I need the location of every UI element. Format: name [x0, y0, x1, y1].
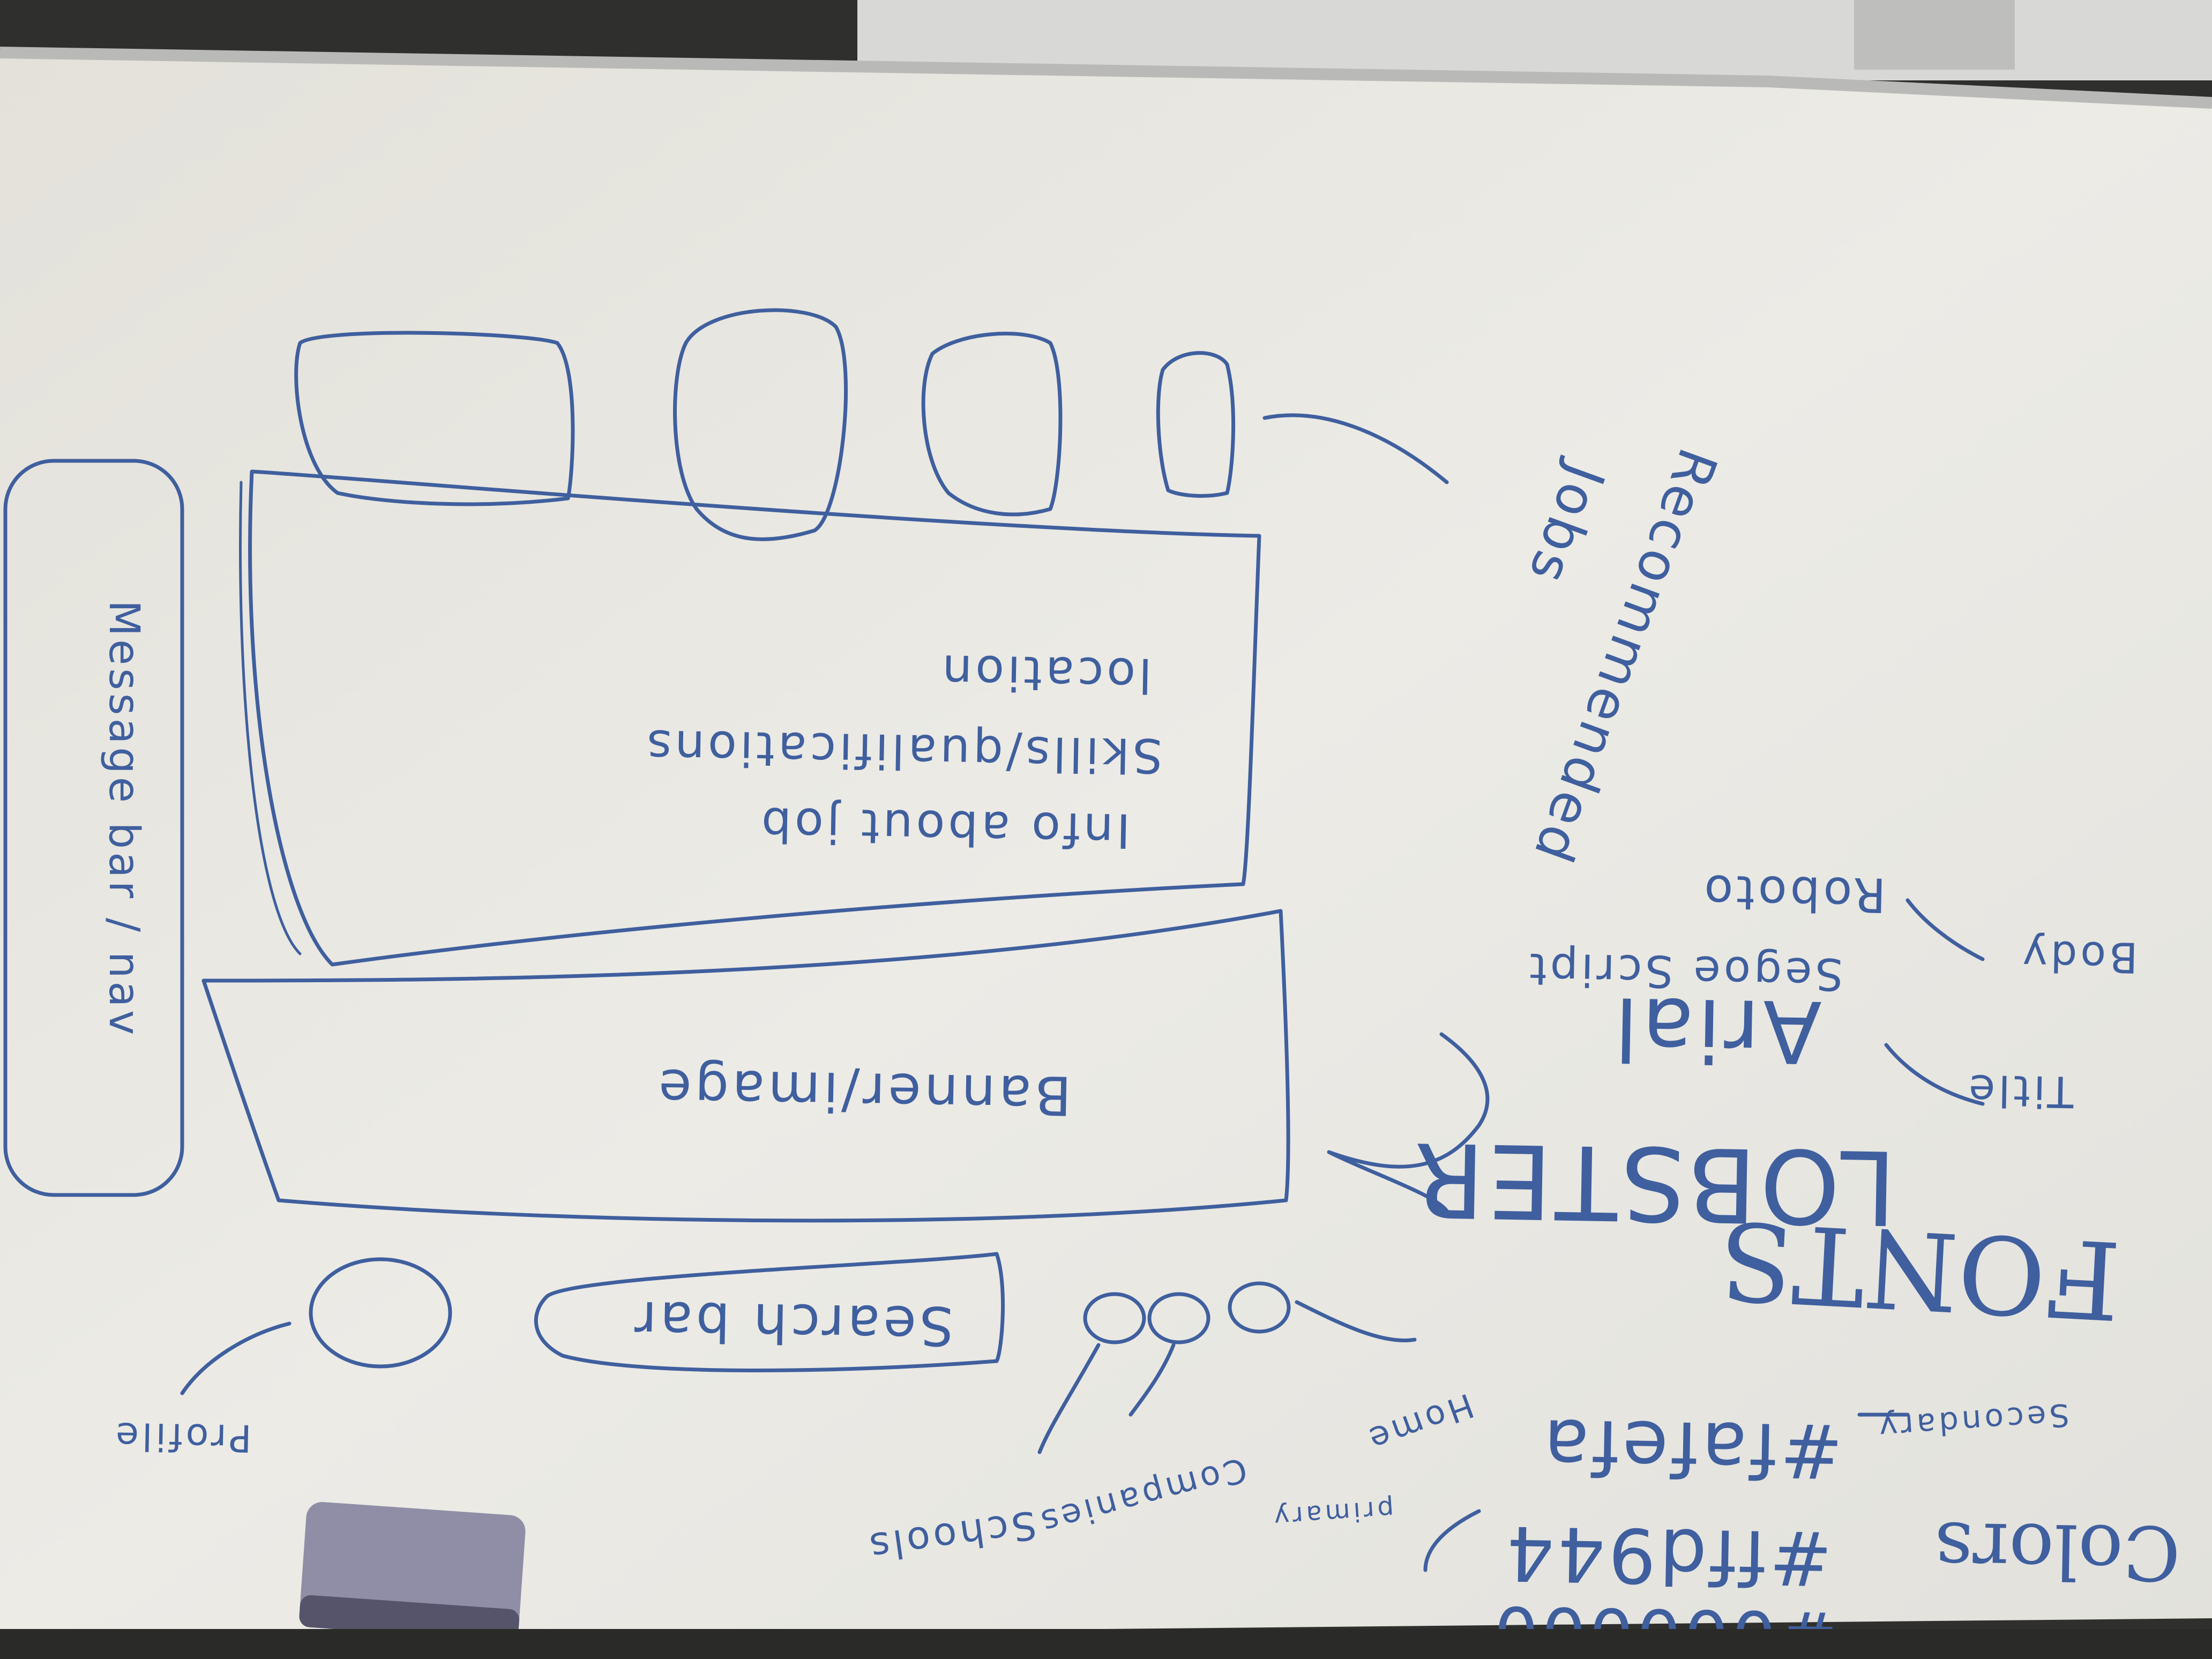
- sketch-companies-arrow: [1129, 1343, 1176, 1417]
- sketch-nav-circle-schools: [1083, 1292, 1146, 1344]
- wall-panel: [1854, 0, 2015, 70]
- sketch-home-arrow: [1295, 1300, 1417, 1343]
- sketch-job-info-box: [248, 469, 1261, 967]
- sketch-job-info-line-1: Info about job: [758, 797, 1131, 858]
- fonts-lobster-brace: [1327, 1032, 1490, 1213]
- sketch-job-info-line-2: Skills/qualifications: [643, 719, 1163, 783]
- sketch-banner-box: [201, 909, 1290, 1223]
- fonts-title-alt: Arial: [1610, 978, 1822, 1082]
- sketch-rec-job-box-3: [921, 332, 1063, 517]
- whiteboard-surface: [0, 51, 2212, 1640]
- sketch-banner-label: Banner/image: [655, 1057, 1072, 1127]
- fonts-body-font-2: Roboto: [1701, 864, 1887, 923]
- sketch-rec-job-box-2: [673, 308, 848, 541]
- sketch-job-info-box-shadow: [238, 481, 302, 955]
- marker-eraser: [299, 1501, 526, 1641]
- fonts-title-label: Title: [1965, 1065, 2074, 1117]
- fonts-body-font-1: Segoe Script: [1526, 943, 1844, 999]
- whiteboard-frame-top: [0, 47, 2212, 109]
- fonts-title-font: LOBSTER: [1410, 1119, 1897, 1246]
- fonts-body-arrow: [1905, 898, 1985, 961]
- colors-primary-arrow: [1423, 1509, 1481, 1572]
- sketch-search-bar-label: Search bar: [631, 1289, 954, 1357]
- colors-primary-value: #ffd944: [1503, 1508, 1833, 1602]
- fonts-body-label: Body: [2019, 931, 2138, 981]
- sketch-rec-jobs-arrow: [1262, 413, 1449, 484]
- sketch-profile-label: Profile: [112, 1414, 252, 1460]
- whiteboard-ledge: [0, 1629, 2212, 1659]
- sketch-nav-circle-home: [1228, 1281, 1291, 1334]
- sketch-profile-arrow: [180, 1321, 292, 1395]
- sketch-message-bar-label: Message bar / nav: [100, 600, 148, 1038]
- fonts-heading: FONTS: [1716, 1197, 2123, 1342]
- sketch-schools-arrow: [1037, 1343, 1101, 1454]
- sketch-job-info-line-3: location: [938, 644, 1152, 703]
- sketch-profile-circle: [309, 1257, 452, 1369]
- colors-heading: Colors: [1934, 1505, 2181, 1596]
- colors-secondary-value: #fafefa: [1540, 1402, 1844, 1494]
- fonts-section: FONTS Title LOBSTER Arial Body Segoe Scr…: [1327, 864, 2138, 1342]
- fonts-title-brace: [1884, 1043, 1985, 1106]
- sketch-rec-job-box-4: [1156, 351, 1236, 498]
- sketch-message-bar-box: [3, 459, 184, 1197]
- sketch-search-bar-box: [534, 1252, 1005, 1372]
- sketch-nav-circle-companies: [1147, 1292, 1210, 1344]
- sketch-rec-job-box-1: [294, 331, 575, 506]
